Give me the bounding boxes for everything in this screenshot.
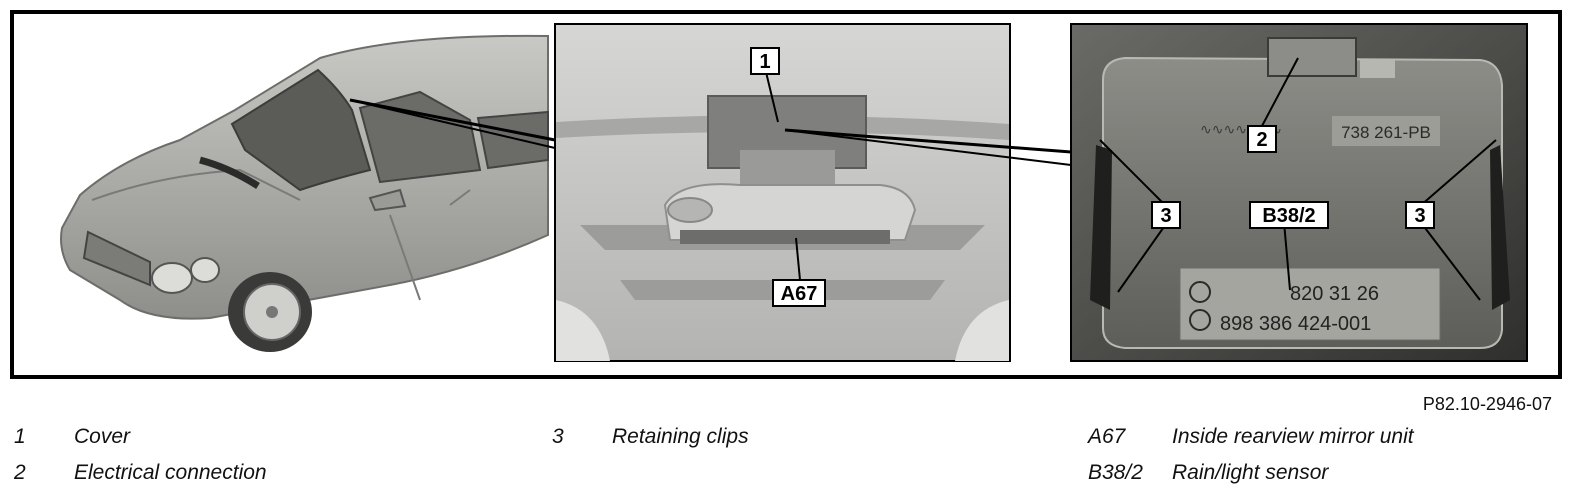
- callout-b38-2: B38/2: [1249, 201, 1329, 229]
- sensor-plate-line1: 820 31 26: [1290, 283, 1379, 305]
- callout-a67: A67: [772, 279, 826, 307]
- svg-text:1: 1: [759, 51, 770, 73]
- zoom-line-mirror-to-sensor: [784, 128, 1072, 154]
- svg-text:2: 2: [1256, 129, 1267, 151]
- callout-2: 2: [1247, 125, 1277, 153]
- callout-3-left: 3: [1151, 201, 1181, 229]
- svg-text:B38/2: B38/2: [1262, 205, 1315, 227]
- figure-code: P82.10-2946-07: [1422, 394, 1552, 414]
- car-illustration: [60, 34, 549, 352]
- zoom-line-car-to-mirror: [349, 98, 556, 142]
- sensor-panel: 738 261-PB ∿∿∿∿∿∿∿ 820 31 26 898 386 424…: [1070, 23, 1528, 362]
- svg-text:3: 3: [1160, 205, 1171, 227]
- brand-star-icon: [1189, 281, 1211, 303]
- sensor-top-code: 738 261-PB: [1341, 123, 1431, 142]
- illustration-figure: 738 261-PB ∿∿∿∿∿∿∿ 820 31 26 898 386 424…: [10, 10, 1562, 379]
- svg-text:A67: A67: [781, 283, 818, 305]
- callout-1: 1: [750, 47, 780, 75]
- zoom-line-car-to-mirror-lower: [349, 99, 556, 149]
- svg-text:3: 3: [1414, 205, 1425, 227]
- zoom-line-mirror-to-sensor-lower: [784, 129, 1072, 166]
- callout-3-right: 3: [1405, 201, 1435, 229]
- sensor-plate-line2: 898 386 424-001: [1220, 313, 1371, 335]
- brand-star-icon: [1189, 309, 1211, 331]
- mirror-unit-panel: [554, 23, 1011, 362]
